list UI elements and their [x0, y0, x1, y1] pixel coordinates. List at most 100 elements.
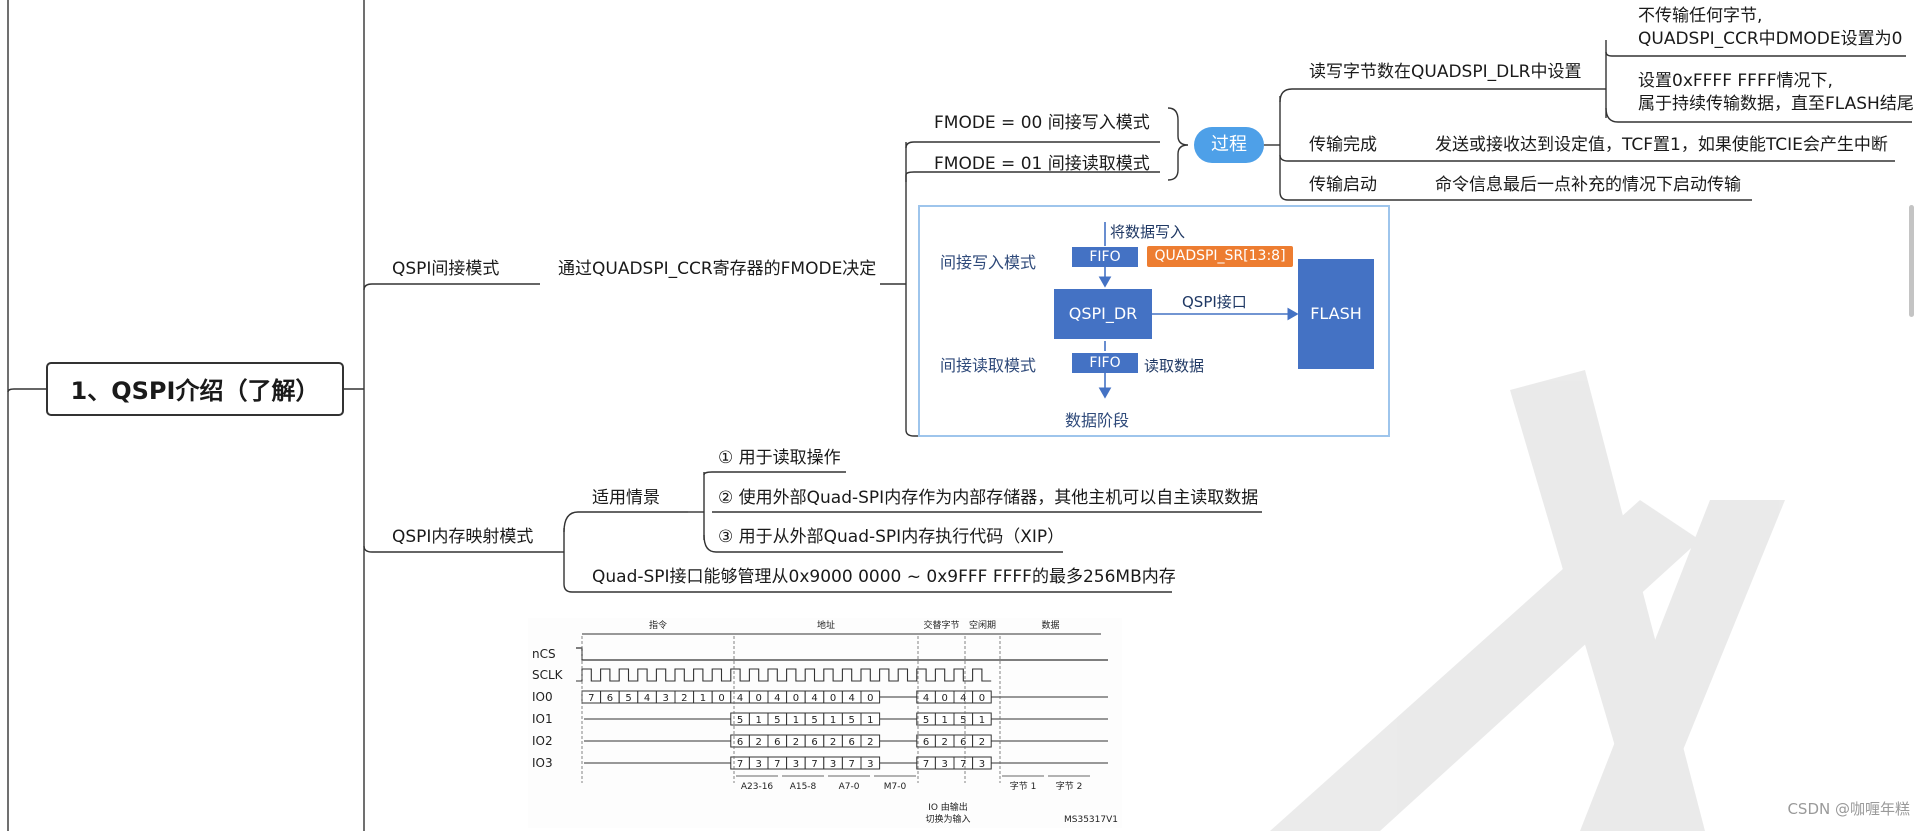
phase-label: 交替字节 [923, 619, 959, 631]
io0-bit: 7 [588, 693, 594, 704]
csdn-watermark: CSDN @咖喱年糕 [1787, 800, 1910, 818]
io1-bit: 1 [979, 715, 985, 726]
signal-label-io0: IO0 [532, 690, 553, 704]
io0-bit: 2 [681, 693, 687, 704]
io2-bit: 2 [867, 737, 873, 748]
io2-bit: 2 [793, 737, 799, 748]
io0-bit: 4 [774, 693, 780, 704]
io1-bit: 5 [811, 715, 817, 726]
usage-topic[interactable]: 适用情景 [592, 488, 660, 508]
io0-bit: 0 [942, 693, 948, 704]
fmode00-topic[interactable]: FMODE = 00 间接写入模式 [934, 113, 1150, 133]
phase-label: 数据 [1041, 619, 1059, 631]
io2-bit: 2 [942, 737, 948, 748]
signal-label-io2: IO2 [532, 734, 553, 748]
addr-group-label: A23-16 [741, 782, 774, 792]
io2-bit: 2 [756, 737, 762, 748]
io3-bit: 7 [774, 759, 780, 770]
io1-bit: 1 [867, 715, 873, 726]
io0-bit: 3 [663, 693, 669, 704]
io0-bit: 4 [960, 693, 966, 704]
io0-bit: 4 [737, 693, 743, 704]
fifo-top-label: FIFO [1089, 249, 1121, 265]
phase-label: 地址 [817, 619, 835, 631]
fmode01-topic[interactable]: FMODE = 01 间接读取模式 [934, 154, 1150, 174]
io0-bit: 0 [979, 693, 985, 704]
qspi-dr-label: QSPI_DR [1068, 304, 1138, 323]
io0-bit: 4 [811, 693, 817, 704]
io2-bit: 6 [774, 737, 780, 748]
write-mode-label: 间接写入模式 [940, 253, 1037, 272]
dlr-ffff-line1[interactable]: 设置0xFFFF FFFF情况下, [1638, 71, 1833, 91]
io0-bit: 0 [830, 693, 836, 704]
sclk-wave [576, 668, 992, 682]
process-label: 过程 [1211, 134, 1247, 155]
process-topic[interactable]: 过程 [1194, 127, 1264, 163]
io0-bit: 1 [700, 693, 706, 704]
io0-bit: 4 [644, 693, 650, 704]
io0-bit: 0 [793, 693, 799, 704]
dlr-ffff-line2[interactable]: 属于持续传输数据，直至FLASH结尾 [1638, 94, 1914, 114]
indirect-mode-topic[interactable]: QSPI间接模式 [392, 259, 500, 279]
transfer-complete-topic[interactable]: 传输完成 [1309, 135, 1377, 155]
signal-label-sclk: SCLK [532, 668, 564, 682]
addr-group-label: M7-0 [884, 782, 907, 792]
signal-label-io3: IO3 [532, 756, 553, 770]
io-switch-note-2: 切换为输入 [925, 813, 970, 825]
io0-bit: 4 [923, 693, 929, 704]
io1-bit: 5 [737, 715, 743, 726]
io3-bit: 3 [793, 759, 799, 770]
io1-bit: 1 [942, 715, 948, 726]
fifo-top-box: FIFO [1072, 247, 1138, 267]
io1-bit: 5 [960, 715, 966, 726]
dlr-topic[interactable]: 读写字节数在QUADSPI_DLR中设置 [1309, 62, 1582, 82]
read-data-label: 读取数据 [1144, 357, 1205, 375]
scrollbar-thumb[interactable] [1909, 205, 1914, 317]
io1-bit: 5 [849, 715, 855, 726]
signal-label-io1: IO1 [532, 712, 553, 726]
signal-label-ncs: nCS [532, 647, 556, 661]
io3-bit: 3 [867, 759, 873, 770]
usage-item-2[interactable]: ② 使用外部Quad-SPI内存作为内部存储器，其他主机可以自主读取数据 [718, 488, 1259, 508]
io0-bit: 4 [849, 693, 855, 704]
io1-bit: 1 [830, 715, 836, 726]
fmode-desc-topic[interactable]: 通过QUADSPI_CCR寄存器的FMODE决定 [558, 259, 877, 279]
io3-bit: 3 [830, 759, 836, 770]
io3-bit: 7 [923, 759, 929, 770]
addr-group-label: A15-8 [790, 782, 817, 792]
io2-bit: 6 [923, 737, 929, 748]
phase-label: 指令 [649, 619, 667, 631]
flash-box: FLASH [1298, 259, 1374, 369]
addr-group-label: 字节 1 [1010, 780, 1037, 792]
flash-label: FLASH [1310, 304, 1362, 323]
dlr-zero-line2[interactable]: QUADSPI_CCR中DMODE设置为0 [1638, 29, 1903, 49]
io0-bit: 0 [867, 693, 873, 704]
io3-bit: 7 [849, 759, 855, 770]
usage-item-1[interactable]: ① 用于读取操作 [718, 448, 841, 468]
io2-bit: 2 [830, 737, 836, 748]
data-phase-label: 数据阶段 [1065, 411, 1130, 430]
io0-bit: 6 [607, 693, 613, 704]
memory-mapped-topic[interactable]: QSPI内存映射模式 [392, 527, 534, 547]
transfer-start-desc[interactable]: 命令信息最后一点补充的情况下启动传输 [1435, 175, 1741, 195]
dlr-zero-line1[interactable]: 不传输任何字节, [1638, 6, 1763, 26]
io2-bit: 2 [979, 737, 985, 748]
io2-bit: 6 [960, 737, 966, 748]
root-topic[interactable]: 1、QSPI介绍（了解） [46, 362, 344, 416]
io2-bit: 6 [849, 737, 855, 748]
transfer-complete-desc[interactable]: 发送或接收达到设定值，TCF置1，如果使能TCIE会产生中断 [1435, 135, 1888, 155]
fifo-bottom-box: FIFO [1072, 353, 1138, 373]
addr-group-label: A7-0 [839, 782, 860, 792]
fifo-diagram-image[interactable]: 将数据写入 间接写入模式 FIFO QUADSPI_SR[13:8] QSPI_… [918, 205, 1390, 437]
io3-bit: 7 [960, 759, 966, 770]
address-range-topic[interactable]: Quad-SPI接口能够管理从0x9000 0000 ~ 0x9FFF FFFF… [592, 567, 1176, 587]
usage-item-3[interactable]: ③ 用于从外部Quad-SPI内存执行代码（XIP） [718, 527, 1065, 547]
write-data-label: 将数据写入 [1110, 223, 1186, 241]
io1-bit: 5 [923, 715, 929, 726]
transfer-start-topic[interactable]: 传输启动 [1309, 175, 1377, 195]
figure-id: MS35317V1 [1064, 815, 1118, 825]
addr-group-label: 字节 2 [1056, 780, 1083, 792]
